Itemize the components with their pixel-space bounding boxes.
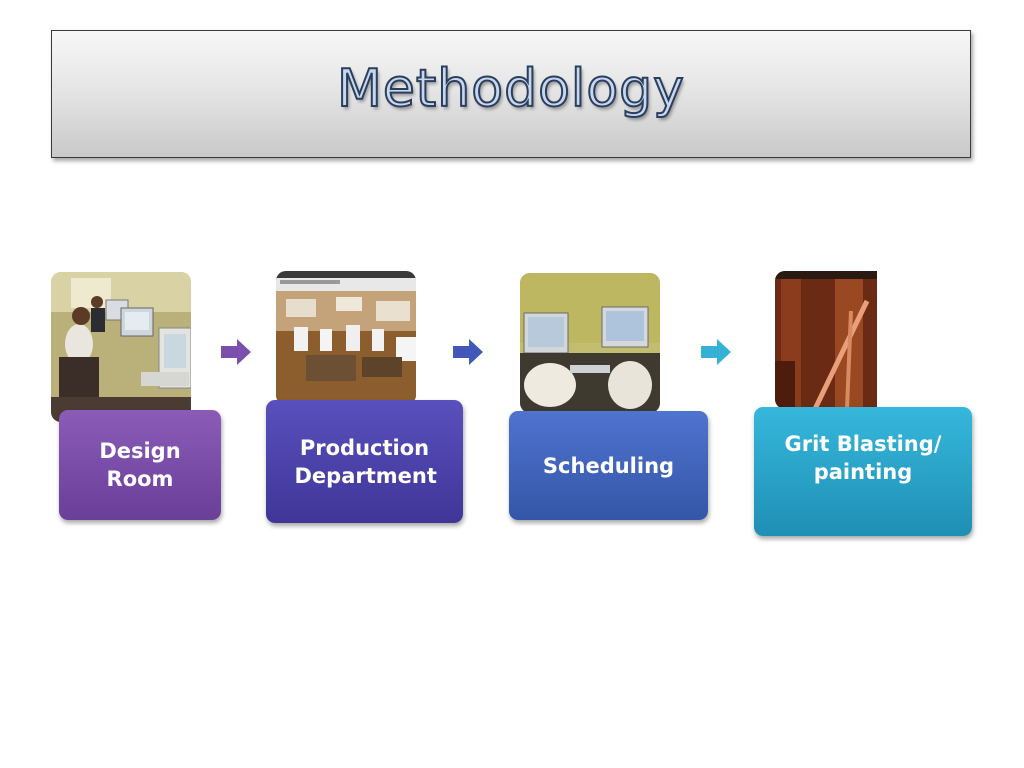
step-design-room: Design Room — [59, 410, 221, 520]
monitors-photo — [520, 273, 660, 413]
office-floor-photo — [276, 271, 416, 405]
step-label: Grit Blasting/ painting — [784, 431, 942, 484]
right-arrow-icon — [701, 339, 731, 365]
step-label: Design Room — [99, 439, 181, 491]
title-banner: Methodology — [51, 30, 971, 158]
step-label: Production Department — [294, 435, 437, 488]
step-grit-blasting-painting: Grit Blasting/ painting — [754, 407, 972, 536]
step-label: Scheduling — [542, 453, 675, 478]
step-production-department: Production Department — [266, 400, 463, 523]
blasting-booth-photo — [775, 271, 913, 409]
right-arrow-icon — [453, 339, 483, 365]
right-arrow-icon — [221, 339, 251, 365]
step-scheduling: Scheduling — [509, 411, 708, 520]
slide-title: Methodology — [336, 58, 685, 120]
computer-lab-photo — [51, 272, 191, 422]
